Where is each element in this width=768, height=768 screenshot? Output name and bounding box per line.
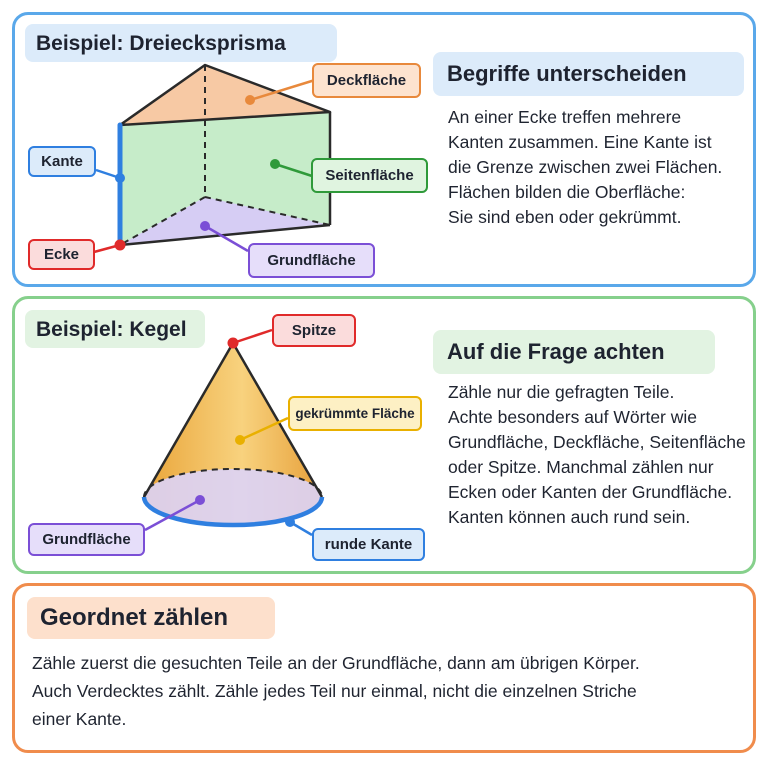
leader-dot [195, 495, 205, 505]
text-line: Sie sind eben oder gekrümmt. [448, 207, 682, 227]
text-line: Kanten können auch rund sein. [448, 507, 691, 527]
label-deckflaeche: Deckfläche [312, 63, 421, 98]
label-seitenflaeche: Seitenfläche [311, 158, 428, 193]
prism-panel-title: Beispiel: Dreiecksprisma [25, 24, 337, 62]
leader-line [274, 162, 313, 178]
text-line: Achte besonders auf Wörter wie [448, 407, 698, 427]
leader-line [232, 328, 273, 345]
prism-top-face [118, 63, 332, 127]
label-kante: Kante [28, 146, 96, 177]
text-line: die Grenze zwischen zwei Flächen. [448, 157, 723, 177]
counting-explanation: Zähle zuerst die gesuchten Teile an der … [32, 649, 640, 733]
prism-side-face [120, 112, 330, 245]
leader-line [144, 498, 201, 532]
prism-hidden-edge [119, 196, 206, 246]
counting-panel-title: Geordnet zählen [27, 597, 275, 639]
leader-line [239, 416, 289, 442]
prism-heading: Begriffe unterscheiden [433, 52, 744, 96]
label-ecke: Ecke [28, 239, 95, 270]
cone-side-line [142, 342, 235, 498]
text-line: oder Spitze. Manchmal zählen nur [448, 457, 714, 477]
leader-line [204, 224, 249, 253]
label-grundflaeche-prism: Grundfläche [248, 243, 375, 278]
leader-dot [235, 435, 245, 445]
text-line: An einer Ecke treffen mehrere [448, 107, 682, 127]
leader-dot [245, 95, 255, 105]
text-line: Ecken oder Kanten der Grundfläche. [448, 482, 733, 502]
leader-dot [285, 517, 295, 527]
leader-dot [115, 173, 125, 183]
cone-hidden-rim [143, 468, 323, 498]
leader-line [249, 78, 316, 102]
text-line: Zähle zuerst die gesuchten Teile an der … [32, 653, 640, 673]
leader-dot [270, 159, 280, 169]
label-gekruemmte-flaeche: gekrümmte Fläche [288, 396, 422, 431]
cone-side-line [231, 342, 324, 498]
leader-dot [200, 221, 210, 231]
label-spitze: Spitze [272, 314, 356, 347]
prism-base-face [120, 197, 330, 245]
cone-base [144, 469, 322, 525]
text-line: Auch Verdecktes zählt. Zähle jedes Teil … [32, 681, 637, 701]
cone-round-edge [141, 496, 325, 528]
cone-heading: Auf die Frage achten [433, 330, 715, 374]
text-line: Flächen bilden die Oberfläche: [448, 182, 686, 202]
prism-explanation: An einer Ecke treffen mehrere Kanten zus… [448, 105, 722, 230]
text-line: Zähle nur die gefragten Teile. [448, 382, 675, 402]
cone-panel-title: Beispiel: Kegel [25, 310, 205, 348]
cone-explanation: Zähle nur die gefragten Teile. Achte bes… [448, 380, 746, 530]
text-line: einer Kante. [32, 709, 127, 729]
label-runde-kante: runde Kante [312, 528, 425, 561]
text-line: Kanten zusammen. Eine Kante ist [448, 132, 712, 152]
prism-edge [119, 223, 331, 247]
prism-vertex-dot [114, 239, 126, 251]
label-grundflaeche-cone: Grundfläche [28, 523, 145, 556]
text-line: Grundfläche, Deckfläche, Seitenfläche [448, 432, 746, 452]
